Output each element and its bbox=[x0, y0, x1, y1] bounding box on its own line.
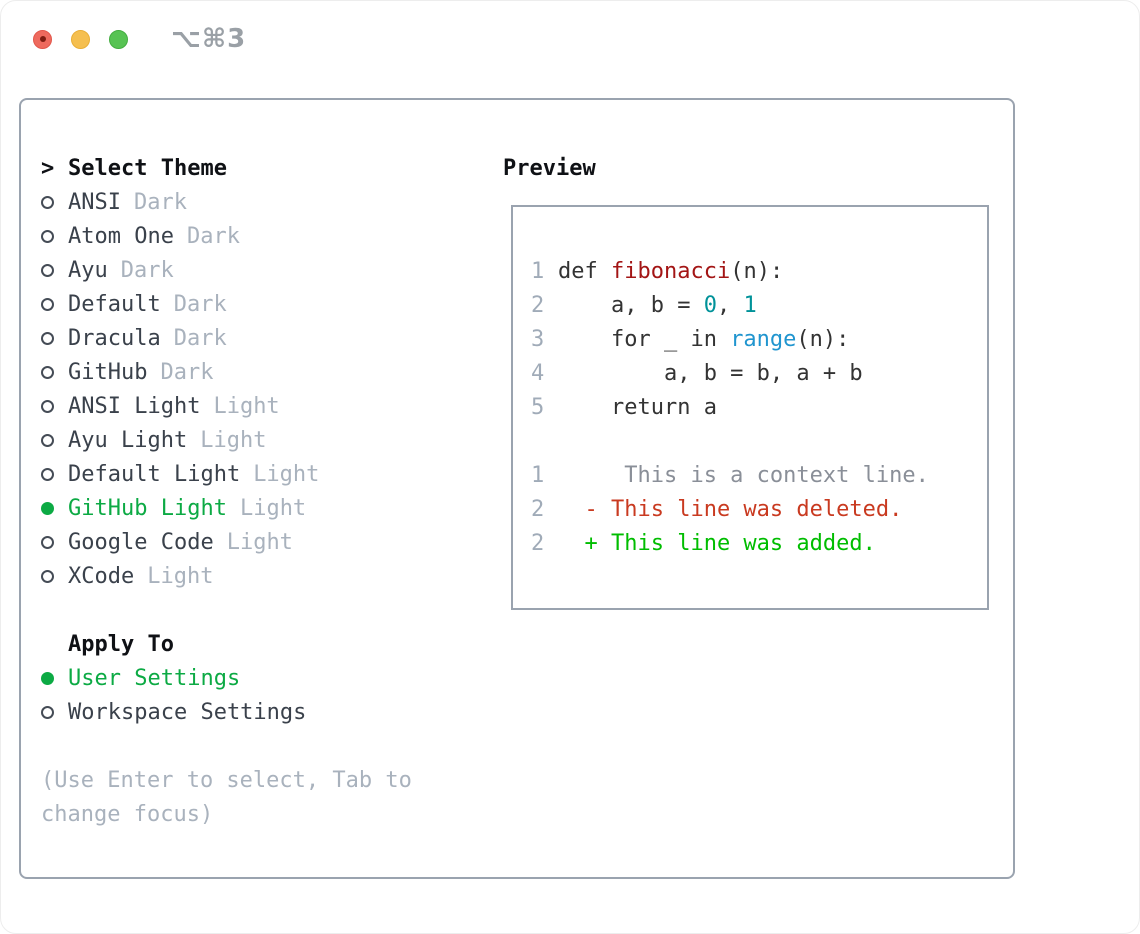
theme-option-ayu-dark[interactable]: Ayu Dark bbox=[41, 253, 412, 287]
variant-tag: Dark bbox=[173, 291, 227, 317]
theme-selector-panel: > Select Theme ANSI Dark Atom One Dark A… bbox=[19, 98, 1015, 879]
radio-icon bbox=[41, 297, 54, 311]
radio-icon bbox=[41, 331, 54, 345]
theme-option-ayu-light[interactable]: Ayu Light Light bbox=[41, 423, 412, 457]
theme-option-xcode[interactable]: XCode Light bbox=[41, 559, 412, 593]
variant-tag: Dark bbox=[120, 257, 174, 283]
line-number: 4 bbox=[531, 361, 545, 386]
minimize-button[interactable] bbox=[71, 29, 90, 49]
spacer-row bbox=[41, 593, 412, 627]
theme-option-github-light[interactable]: GitHub Light Light bbox=[41, 491, 412, 525]
line-number: 2 bbox=[531, 293, 545, 318]
close-button[interactable] bbox=[33, 29, 52, 49]
radio-icon bbox=[41, 535, 54, 549]
line-number: 2 bbox=[531, 531, 545, 556]
line-number: 2 bbox=[531, 497, 545, 522]
variant-tag: Light bbox=[239, 495, 307, 521]
cursor-prefix-icon: > bbox=[41, 155, 55, 181]
radio-icon bbox=[41, 467, 54, 481]
variant-tag: Light bbox=[226, 529, 293, 555]
help-text-line2: change focus) bbox=[41, 801, 214, 827]
window-title: ⌥⌘3 bbox=[171, 24, 247, 54]
theme-option-default-light[interactable]: Default Light Light bbox=[41, 457, 412, 491]
variant-tag: Light bbox=[213, 393, 280, 419]
radio-icon bbox=[41, 399, 54, 413]
close-dot-icon bbox=[39, 36, 46, 42]
spacer-row bbox=[41, 729, 412, 763]
titlebar: ⌥⌘3 bbox=[33, 24, 246, 54]
line-number: 5 bbox=[531, 395, 545, 420]
line-number: 1 bbox=[531, 463, 545, 488]
code-line: 5 return a bbox=[531, 391, 975, 425]
theme-option-default-dark[interactable]: Default Dark bbox=[41, 287, 412, 321]
theme-option-github-dark[interactable]: GitHub Dark bbox=[41, 355, 412, 389]
apply-to-header: Apply To bbox=[41, 627, 412, 661]
zoom-button[interactable] bbox=[109, 29, 128, 49]
variant-tag: Dark bbox=[186, 223, 240, 249]
line-number: 3 bbox=[531, 327, 545, 352]
radio-icon bbox=[41, 433, 54, 447]
radio-icon bbox=[41, 705, 54, 719]
radio-icon bbox=[41, 195, 54, 209]
variant-tag: Dark bbox=[160, 359, 214, 385]
theme-option-dracula-dark[interactable]: Dracula Dark bbox=[41, 321, 412, 355]
apply-to-title: Apply To bbox=[68, 631, 174, 657]
theme-option-ansi-light[interactable]: ANSI Light Light bbox=[41, 389, 412, 423]
theme-list: > Select Theme ANSI Dark Atom One Dark A… bbox=[41, 151, 412, 831]
blank-line bbox=[531, 425, 975, 459]
radio-icon bbox=[41, 263, 54, 277]
variant-tag: Dark bbox=[173, 325, 227, 351]
code-line: 3 for _ in range(n): bbox=[531, 323, 975, 357]
radio-selected-icon bbox=[41, 501, 54, 515]
diff-added-line: 2 + This line was added. bbox=[531, 527, 975, 561]
diff-deleted-line: 2 - This line was deleted. bbox=[531, 493, 975, 527]
code-line: 2 a, b = 0, 1 bbox=[531, 289, 975, 323]
variant-tag: Light bbox=[200, 427, 267, 453]
code-line: 4 a, b = b, a + b bbox=[531, 357, 975, 391]
radio-icon bbox=[41, 365, 54, 379]
theme-option-google-code[interactable]: Google Code Light bbox=[41, 525, 412, 559]
apply-option-workspace-settings[interactable]: Workspace Settings bbox=[41, 695, 412, 729]
diff-context-line: 1 This is a context line. bbox=[531, 459, 975, 493]
select-theme-title: Select Theme bbox=[68, 155, 227, 181]
variant-tag: Light bbox=[253, 461, 320, 487]
radio-icon bbox=[41, 229, 54, 243]
radio-icon bbox=[41, 569, 54, 583]
variant-tag: Light bbox=[147, 563, 214, 589]
variant-tag: Dark bbox=[133, 189, 187, 215]
line-number: 1 bbox=[531, 259, 545, 284]
theme-option-atom-one-dark[interactable]: Atom One Dark bbox=[41, 219, 412, 253]
help-text-line1: (Use Enter to select, Tab to bbox=[41, 767, 412, 793]
radio-selected-icon bbox=[41, 671, 54, 685]
preview-title: Preview bbox=[503, 155, 596, 181]
select-theme-header: > Select Theme bbox=[41, 151, 412, 185]
theme-option-ansi-dark[interactable]: ANSI Dark bbox=[41, 185, 412, 219]
apply-option-user-settings[interactable]: User Settings bbox=[41, 661, 412, 695]
